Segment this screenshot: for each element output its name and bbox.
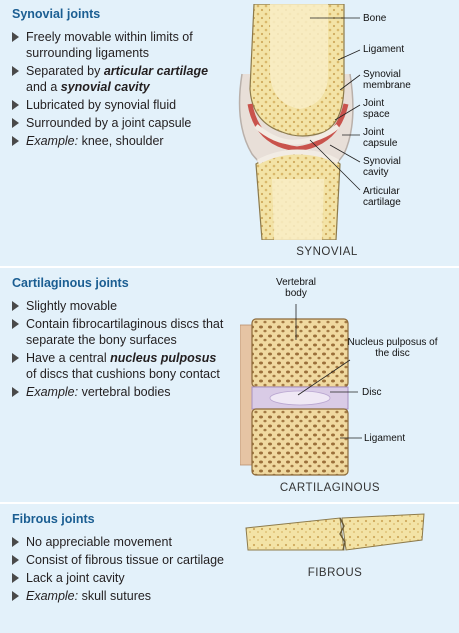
list-item: Example: vertebral bodies bbox=[12, 384, 230, 400]
label-articular-cartilage: Articular cartilage bbox=[363, 186, 401, 208]
bullet-text: Surrounded by a joint capsule bbox=[26, 116, 192, 130]
label-joint-capsule: Joint capsule bbox=[363, 127, 398, 149]
cartilaginous-bullet-list: Slightly movable Contain fibrocartilagin… bbox=[12, 298, 230, 402]
cartilaginous-leader-lines bbox=[295, 304, 362, 439]
bullet-arrow-icon bbox=[12, 118, 19, 128]
synovial-joint-illustration bbox=[238, 4, 354, 240]
bullet-text: of discs that cushions bony contact bbox=[26, 367, 220, 381]
list-item: Consist of fibrous tissue or cartilage bbox=[12, 552, 227, 568]
bullet-text: No appreciable movement bbox=[26, 535, 172, 549]
bullet-arrow-icon bbox=[12, 573, 19, 583]
bullet-arrow-icon bbox=[12, 66, 19, 76]
synovial-title: Synovial joints bbox=[12, 7, 101, 21]
bullet-text: Lubricated by synovial fluid bbox=[26, 98, 177, 112]
label-disc: Disc bbox=[362, 387, 382, 398]
cartilaginous-title: Cartilaginous joints bbox=[12, 276, 129, 290]
list-item: Example: skull sutures bbox=[12, 588, 227, 604]
bullet-arrow-icon bbox=[12, 319, 19, 329]
bullet-text: Slightly movable bbox=[26, 299, 118, 313]
bullet-arrow-icon bbox=[12, 32, 19, 42]
synovial-bullet-list: Freely movable within limits of surround… bbox=[12, 29, 227, 151]
section-divider bbox=[0, 266, 459, 268]
fibrous-caption: FIBROUS bbox=[307, 567, 363, 579]
bullet-emphasis: Example: bbox=[26, 134, 79, 148]
bullet-emphasis: synovial cavity bbox=[60, 80, 150, 94]
cartilaginous-joint-illustration bbox=[240, 318, 349, 476]
list-item: Contain fibrocartilaginous discs that se… bbox=[12, 316, 230, 348]
bullet-emphasis: articular cartilage bbox=[103, 64, 209, 78]
bullet-text: skull sutures bbox=[78, 589, 152, 603]
label-synovial-cavity: Synovial cavity bbox=[363, 156, 401, 178]
bullet-arrow-icon bbox=[12, 387, 19, 397]
bullet-text: Consist of fibrous tissue or cartilage bbox=[26, 553, 225, 567]
bullet-text: Contain fibrocartilaginous discs that se… bbox=[26, 317, 224, 347]
bullet-text: Separated by bbox=[26, 64, 104, 78]
bullet-text: vertebral bodies bbox=[78, 385, 171, 399]
bullet-emphasis: nucleus pulposus bbox=[110, 351, 217, 365]
bullet-text: Freely movable within limits of surround… bbox=[26, 30, 193, 60]
bullet-emphasis: Example: bbox=[26, 589, 79, 603]
list-item: Example: knee, shoulder bbox=[12, 133, 227, 149]
list-item: No appreciable movement bbox=[12, 534, 227, 550]
synovial-leader-lines bbox=[309, 17, 361, 191]
list-item: Lack a joint cavity bbox=[12, 570, 227, 586]
bullet-text: Lack a joint cavity bbox=[26, 571, 125, 585]
bullet-text: and a bbox=[26, 80, 61, 94]
bullet-text: knee, shoulder bbox=[78, 134, 164, 148]
bullet-arrow-icon bbox=[12, 555, 19, 565]
list-item: Separated by articular cartilage and a s… bbox=[12, 63, 227, 95]
list-item: Surrounded by a joint capsule bbox=[12, 115, 227, 131]
label-synovial-membrane: Synovial membrane bbox=[363, 69, 411, 91]
list-item: Lubricated by synovial fluid bbox=[12, 97, 227, 113]
list-item: Freely movable within limits of surround… bbox=[12, 29, 227, 61]
bullet-emphasis: Example: bbox=[26, 385, 79, 399]
bullet-arrow-icon bbox=[12, 301, 19, 311]
bullet-arrow-icon bbox=[12, 537, 19, 547]
bullet-arrow-icon bbox=[12, 591, 19, 601]
label-ligament: Ligament bbox=[363, 44, 405, 55]
list-item: Slightly movable bbox=[12, 298, 230, 314]
label-nucleus-pulposus: Nucleus pulposus of the disc bbox=[347, 337, 438, 359]
bullet-arrow-icon bbox=[12, 353, 19, 363]
label-joint-space: Joint space bbox=[363, 98, 390, 120]
bullet-text: Have a central bbox=[26, 351, 111, 365]
cartilaginous-caption: CARTILAGINOUS bbox=[279, 482, 381, 494]
bullet-arrow-icon bbox=[12, 136, 19, 146]
label-bone: Bone bbox=[363, 13, 387, 24]
list-item: Have a central nucleus pulposus of discs… bbox=[12, 350, 230, 382]
fibrous-bullet-list: No appreciable movement Consist of fibro… bbox=[12, 534, 227, 606]
section-divider bbox=[0, 502, 459, 504]
fibrous-joint-illustration bbox=[245, 513, 425, 551]
fibrous-title: Fibrous joints bbox=[12, 512, 95, 526]
bullet-arrow-icon bbox=[12, 100, 19, 110]
label-ligament: Ligament bbox=[364, 433, 406, 444]
synovial-caption: SYNOVIAL bbox=[296, 246, 358, 258]
label-vertebral-body: Vertebral body bbox=[275, 277, 317, 299]
